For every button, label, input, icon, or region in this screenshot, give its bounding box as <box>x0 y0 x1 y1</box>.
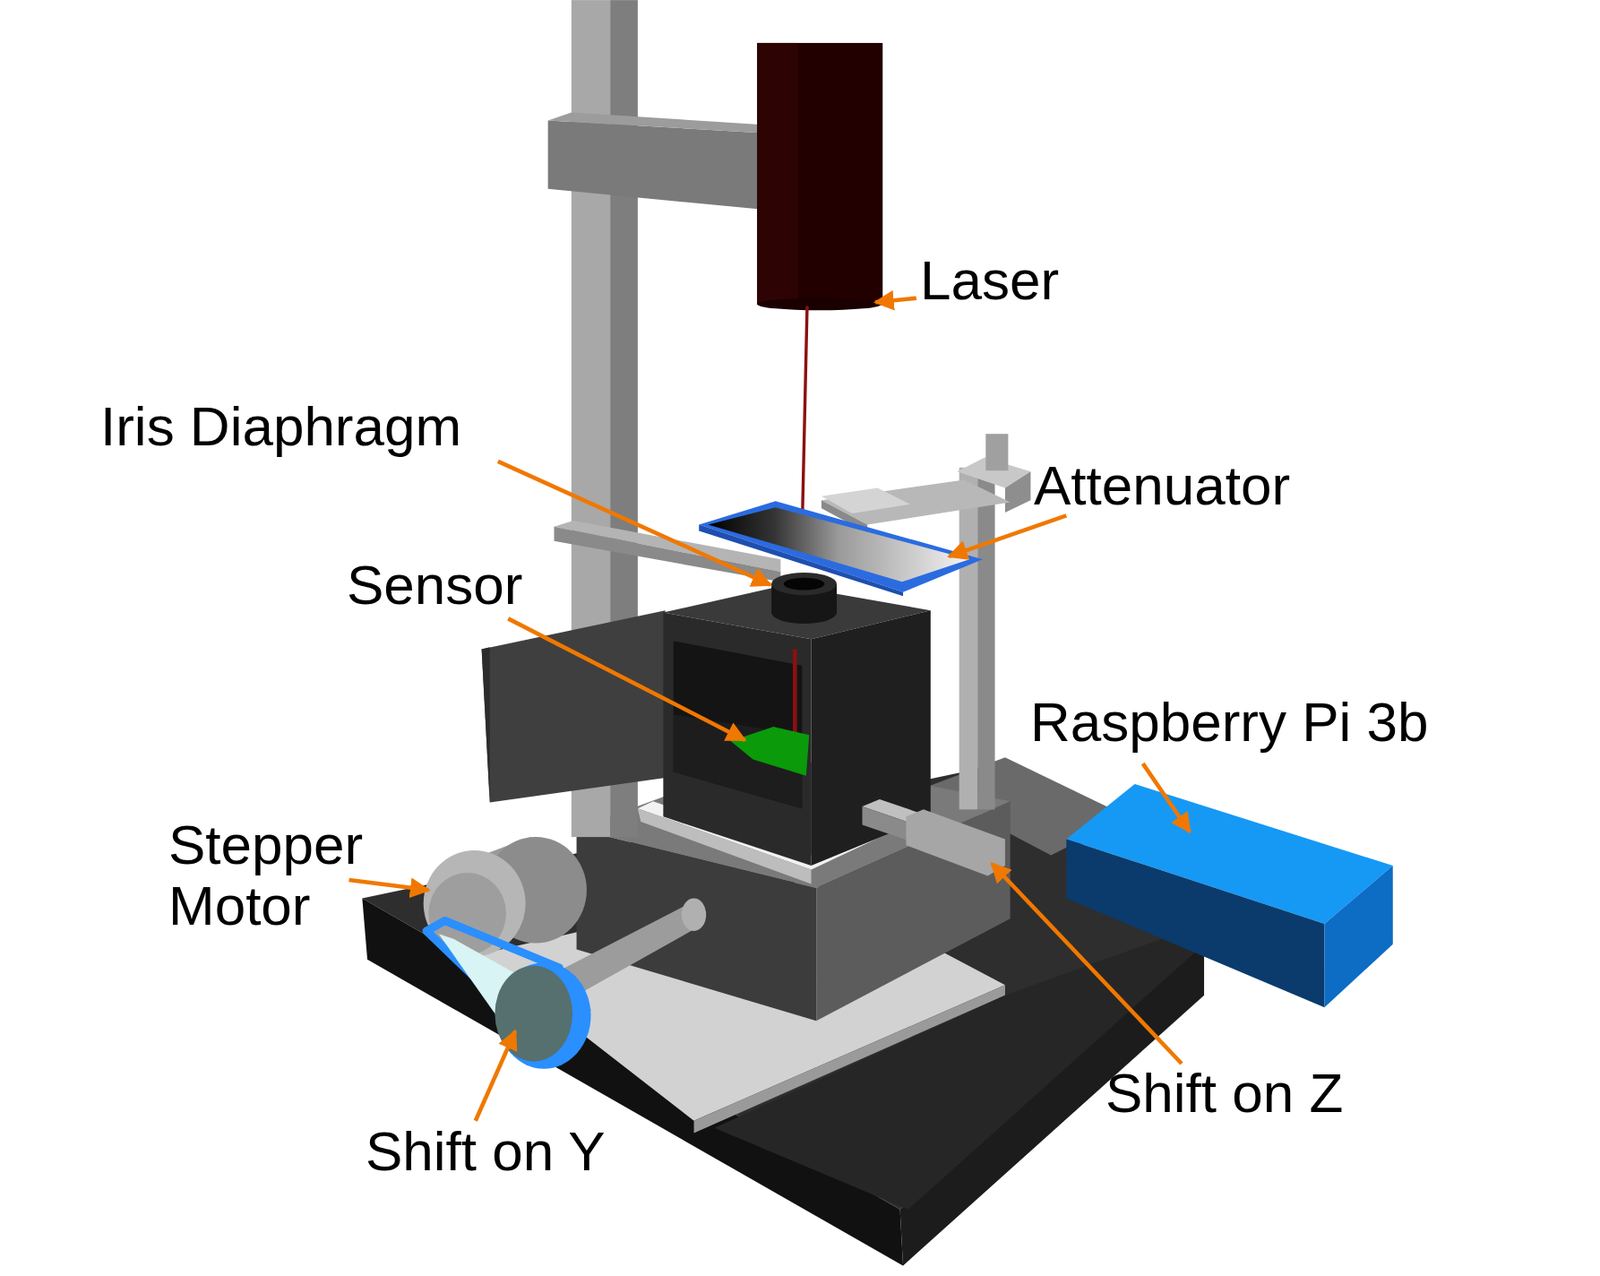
part-label: Attenuator <box>1033 455 1291 517</box>
part-label: Stepper Motor <box>168 814 429 937</box>
part-label: Iris Diaphragm <box>100 395 462 457</box>
part-label: Shift on Z <box>1105 1062 1343 1124</box>
part-label: Sensor <box>346 554 523 616</box>
part-label: Shift on Y <box>365 1120 606 1182</box>
part-label: Raspberry Pi 3b <box>1030 691 1429 753</box>
part-label: Laser <box>920 249 1059 311</box>
